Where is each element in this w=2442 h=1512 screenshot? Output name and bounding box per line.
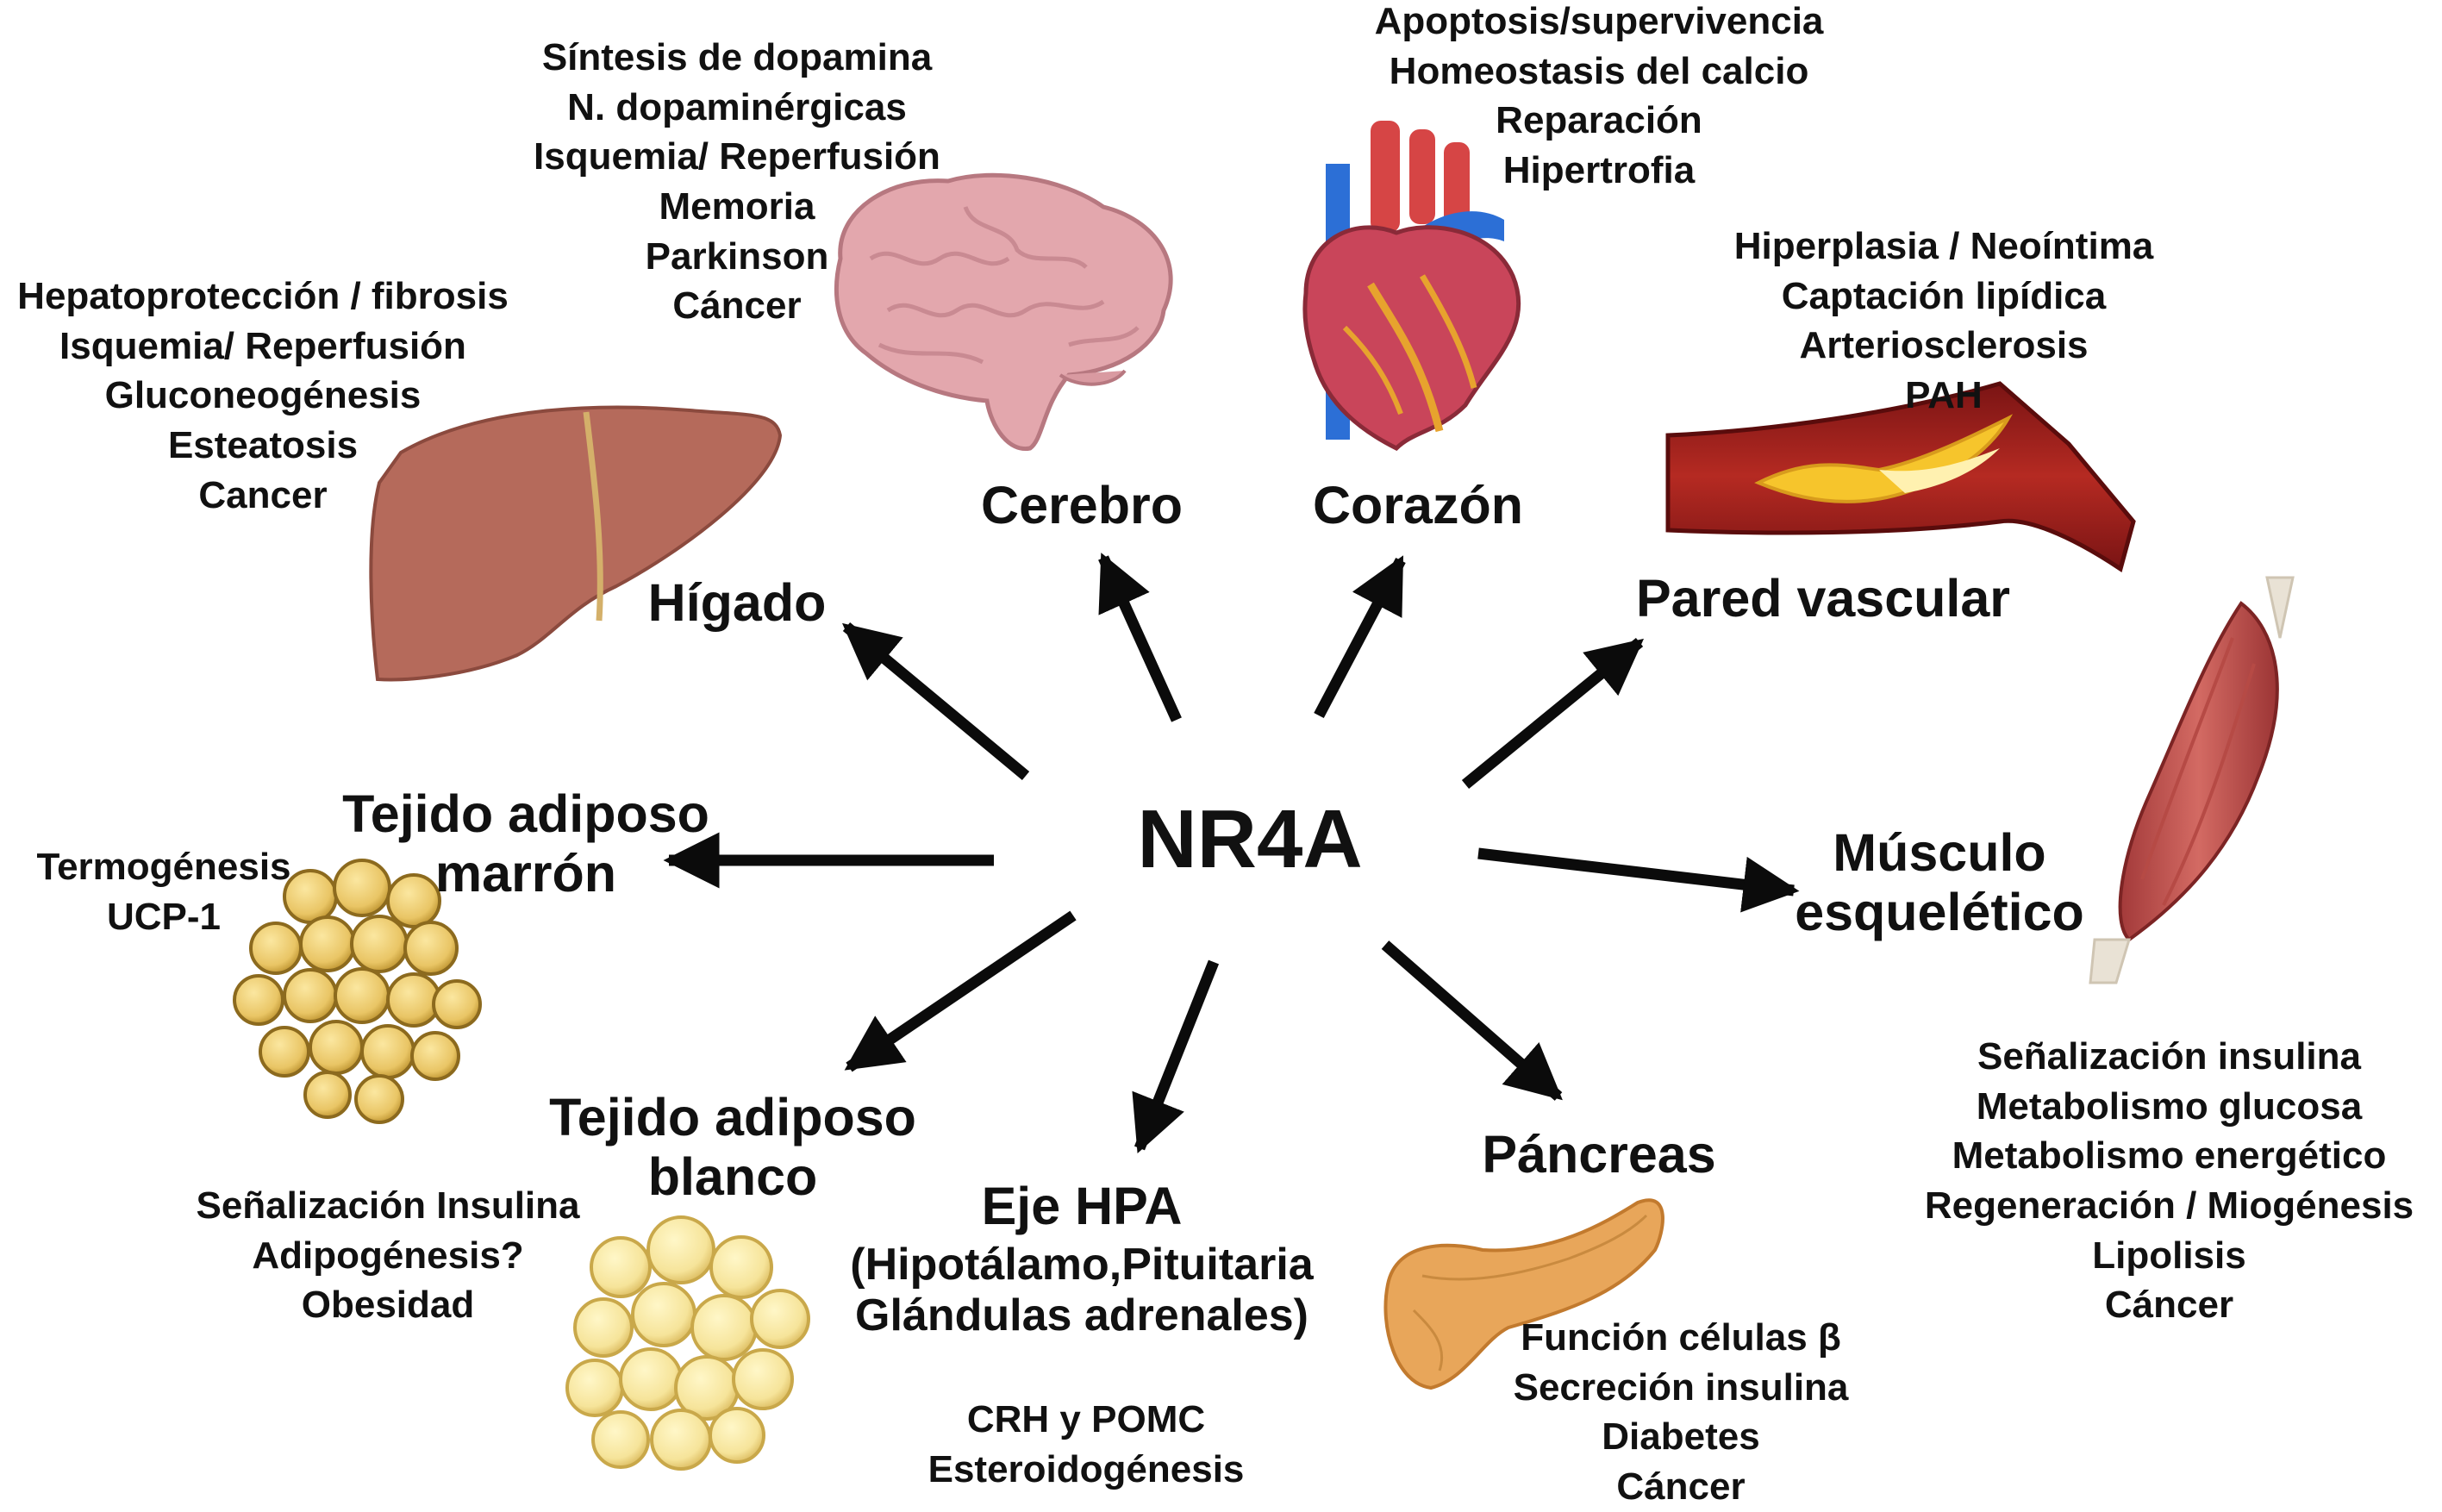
vessel-effects-list: Hiperplasia / Neoíntima Captación lipídi…: [1672, 222, 2215, 421]
liver-effects-list: Hepatoprotección / fibrosis Isquemia/ Re…: [0, 272, 526, 520]
white-adipose-icon: [565, 1215, 810, 1471]
muscle-effect: Regeneración / Miogénesis: [1924, 1184, 2414, 1227]
muscle-effects-list: Señalización insulina Metabolismo glucos…: [1896, 1032, 2442, 1330]
wat-label: Tejido adiposo blanco: [517, 1088, 948, 1207]
pancreas-effects-list: Función células β Secreción insulina Dia…: [1465, 1313, 1896, 1512]
bat-label-line: Tejido adiposo: [342, 784, 709, 843]
blood-vessel-icon: [1665, 381, 2136, 573]
liver-effect: Hepatoprotección / fibrosis: [17, 275, 509, 317]
brain-effect: N. dopaminérgicas: [567, 85, 907, 128]
muscle-effect: Metabolismo energético: [1952, 1134, 2387, 1178]
muscle-effect: Lipolisis: [2092, 1234, 2246, 1277]
heart-effect: Hipertrofia: [1502, 148, 1696, 191]
bat-label-line: marrón: [434, 843, 617, 903]
liver-icon: [369, 405, 783, 682]
brown-adipose-icon: [233, 859, 482, 1124]
pancreas-effect: Diabetes: [1602, 1415, 1760, 1459]
liver-label: Hígado: [647, 573, 827, 632]
wat-label-line: blanco: [647, 1146, 818, 1206]
hpa-detail-line: (Hipotálamo,Pituitaria: [850, 1240, 1314, 1290]
brain-effect: Parkinson: [645, 234, 829, 278]
hpa-effect: Esteroidogénesis: [927, 1447, 1245, 1490]
vessel-effect: Captación lipídica: [1781, 274, 2107, 317]
muscle-label-line: Músculo: [1833, 823, 2046, 882]
pancreas-effect: Función células β: [1521, 1316, 1841, 1359]
vessel-effect: Arteriosclerosis: [1799, 324, 2089, 367]
hpa-detail: (Hipotálamo,Pituitaria Glándulas adrenal…: [810, 1240, 1353, 1341]
arrow-to-liver: [842, 622, 1030, 780]
brain-effect: Síntesis de dopamina: [541, 36, 933, 78]
arrow-to-pancreas: [1381, 940, 1563, 1101]
heart-effect: Apoptosis/supervivencia: [1374, 0, 1824, 42]
wat-effect: Adipogénesis?: [252, 1234, 524, 1277]
hpa-detail-line: Glándulas adrenales): [855, 1290, 1308, 1340]
heart-icon: [1302, 121, 1521, 452]
pancreas-icon: [1383, 1198, 1664, 1390]
arrow-to-wat: [844, 910, 1077, 1072]
bat-label: Tejido adiposo marrón: [310, 784, 741, 903]
muscle-label: Músculo esquelético: [1767, 823, 2112, 942]
hpa-effects-list: CRH y POMC Esteroidogénesis: [888, 1395, 1284, 1494]
arrow-to-brain: [1098, 553, 1182, 722]
liver-effect: Esteatosis: [167, 423, 359, 466]
liver-effect: Gluconeogénesis: [104, 374, 422, 417]
arrow-to-vessel: [1461, 637, 1645, 790]
bat-effect: UCP-1: [106, 895, 222, 938]
muscle-effect: Metabolismo glucosa: [1976, 1084, 2363, 1128]
bat-effects-list: Termogénesis UCP-1: [17, 842, 310, 941]
liver-effect: Cancer: [198, 473, 328, 516]
hpa-label: Eje HPA: [981, 1177, 1183, 1235]
vessel-label: Pared vascular: [1635, 569, 2011, 628]
muscle-icon: [2089, 576, 2295, 984]
brain-icon: [834, 172, 1173, 451]
heart-effects-list: Apoptosis/supervivencia Homeostasis del …: [1327, 0, 1871, 196]
hpa-effect: CRH y POMC: [966, 1398, 1206, 1440]
arrow-to-hpa: [1132, 959, 1220, 1154]
brain-effect: Memoria: [659, 184, 815, 228]
center-label-nr4a: NR4A: [1137, 793, 1363, 885]
muscle-label-line: esquelético: [1795, 882, 2084, 941]
pancreas-label: Páncreas: [1482, 1125, 1716, 1184]
brain-effects-list: Síntesis de dopamina N. dopaminérgicas I…: [491, 33, 983, 331]
liver-effect: Isquemia/ Reperfusión: [59, 324, 466, 367]
brain-label: Cerebro: [981, 476, 1183, 534]
vessel-effect: Hiperplasia / Neoíntima: [1733, 225, 2154, 267]
heart-effect: Homeostasis del calcio: [1389, 49, 1809, 92]
bat-effect: Termogénesis: [36, 846, 291, 888]
brain-effect: Isquemia/ Reperfusión: [534, 135, 940, 178]
wat-effect: Obesidad: [301, 1284, 475, 1327]
wat-label-line: Tejido adiposo: [549, 1088, 916, 1146]
vessel-effect: PAH: [1905, 373, 1983, 416]
pancreas-effect: Cáncer: [1616, 1465, 1746, 1508]
wat-effects-list: Señalización Insulina Adipogénesis? Obes…: [164, 1181, 612, 1330]
pancreas-effect: Secreción insulina: [1513, 1365, 1849, 1409]
arrow-to-heart: [1314, 555, 1406, 719]
muscle-effect: Señalización insulina: [1977, 1035, 2361, 1078]
arrow-to-muscle: [1477, 847, 1800, 913]
muscle-effect: Cáncer: [2104, 1284, 2234, 1327]
wat-effect: Señalización Insulina: [196, 1184, 580, 1227]
heart-label: Corazón: [1313, 476, 1523, 534]
heart-effect: Reparación: [1496, 99, 1702, 142]
brain-effect: Cáncer: [672, 284, 802, 328]
